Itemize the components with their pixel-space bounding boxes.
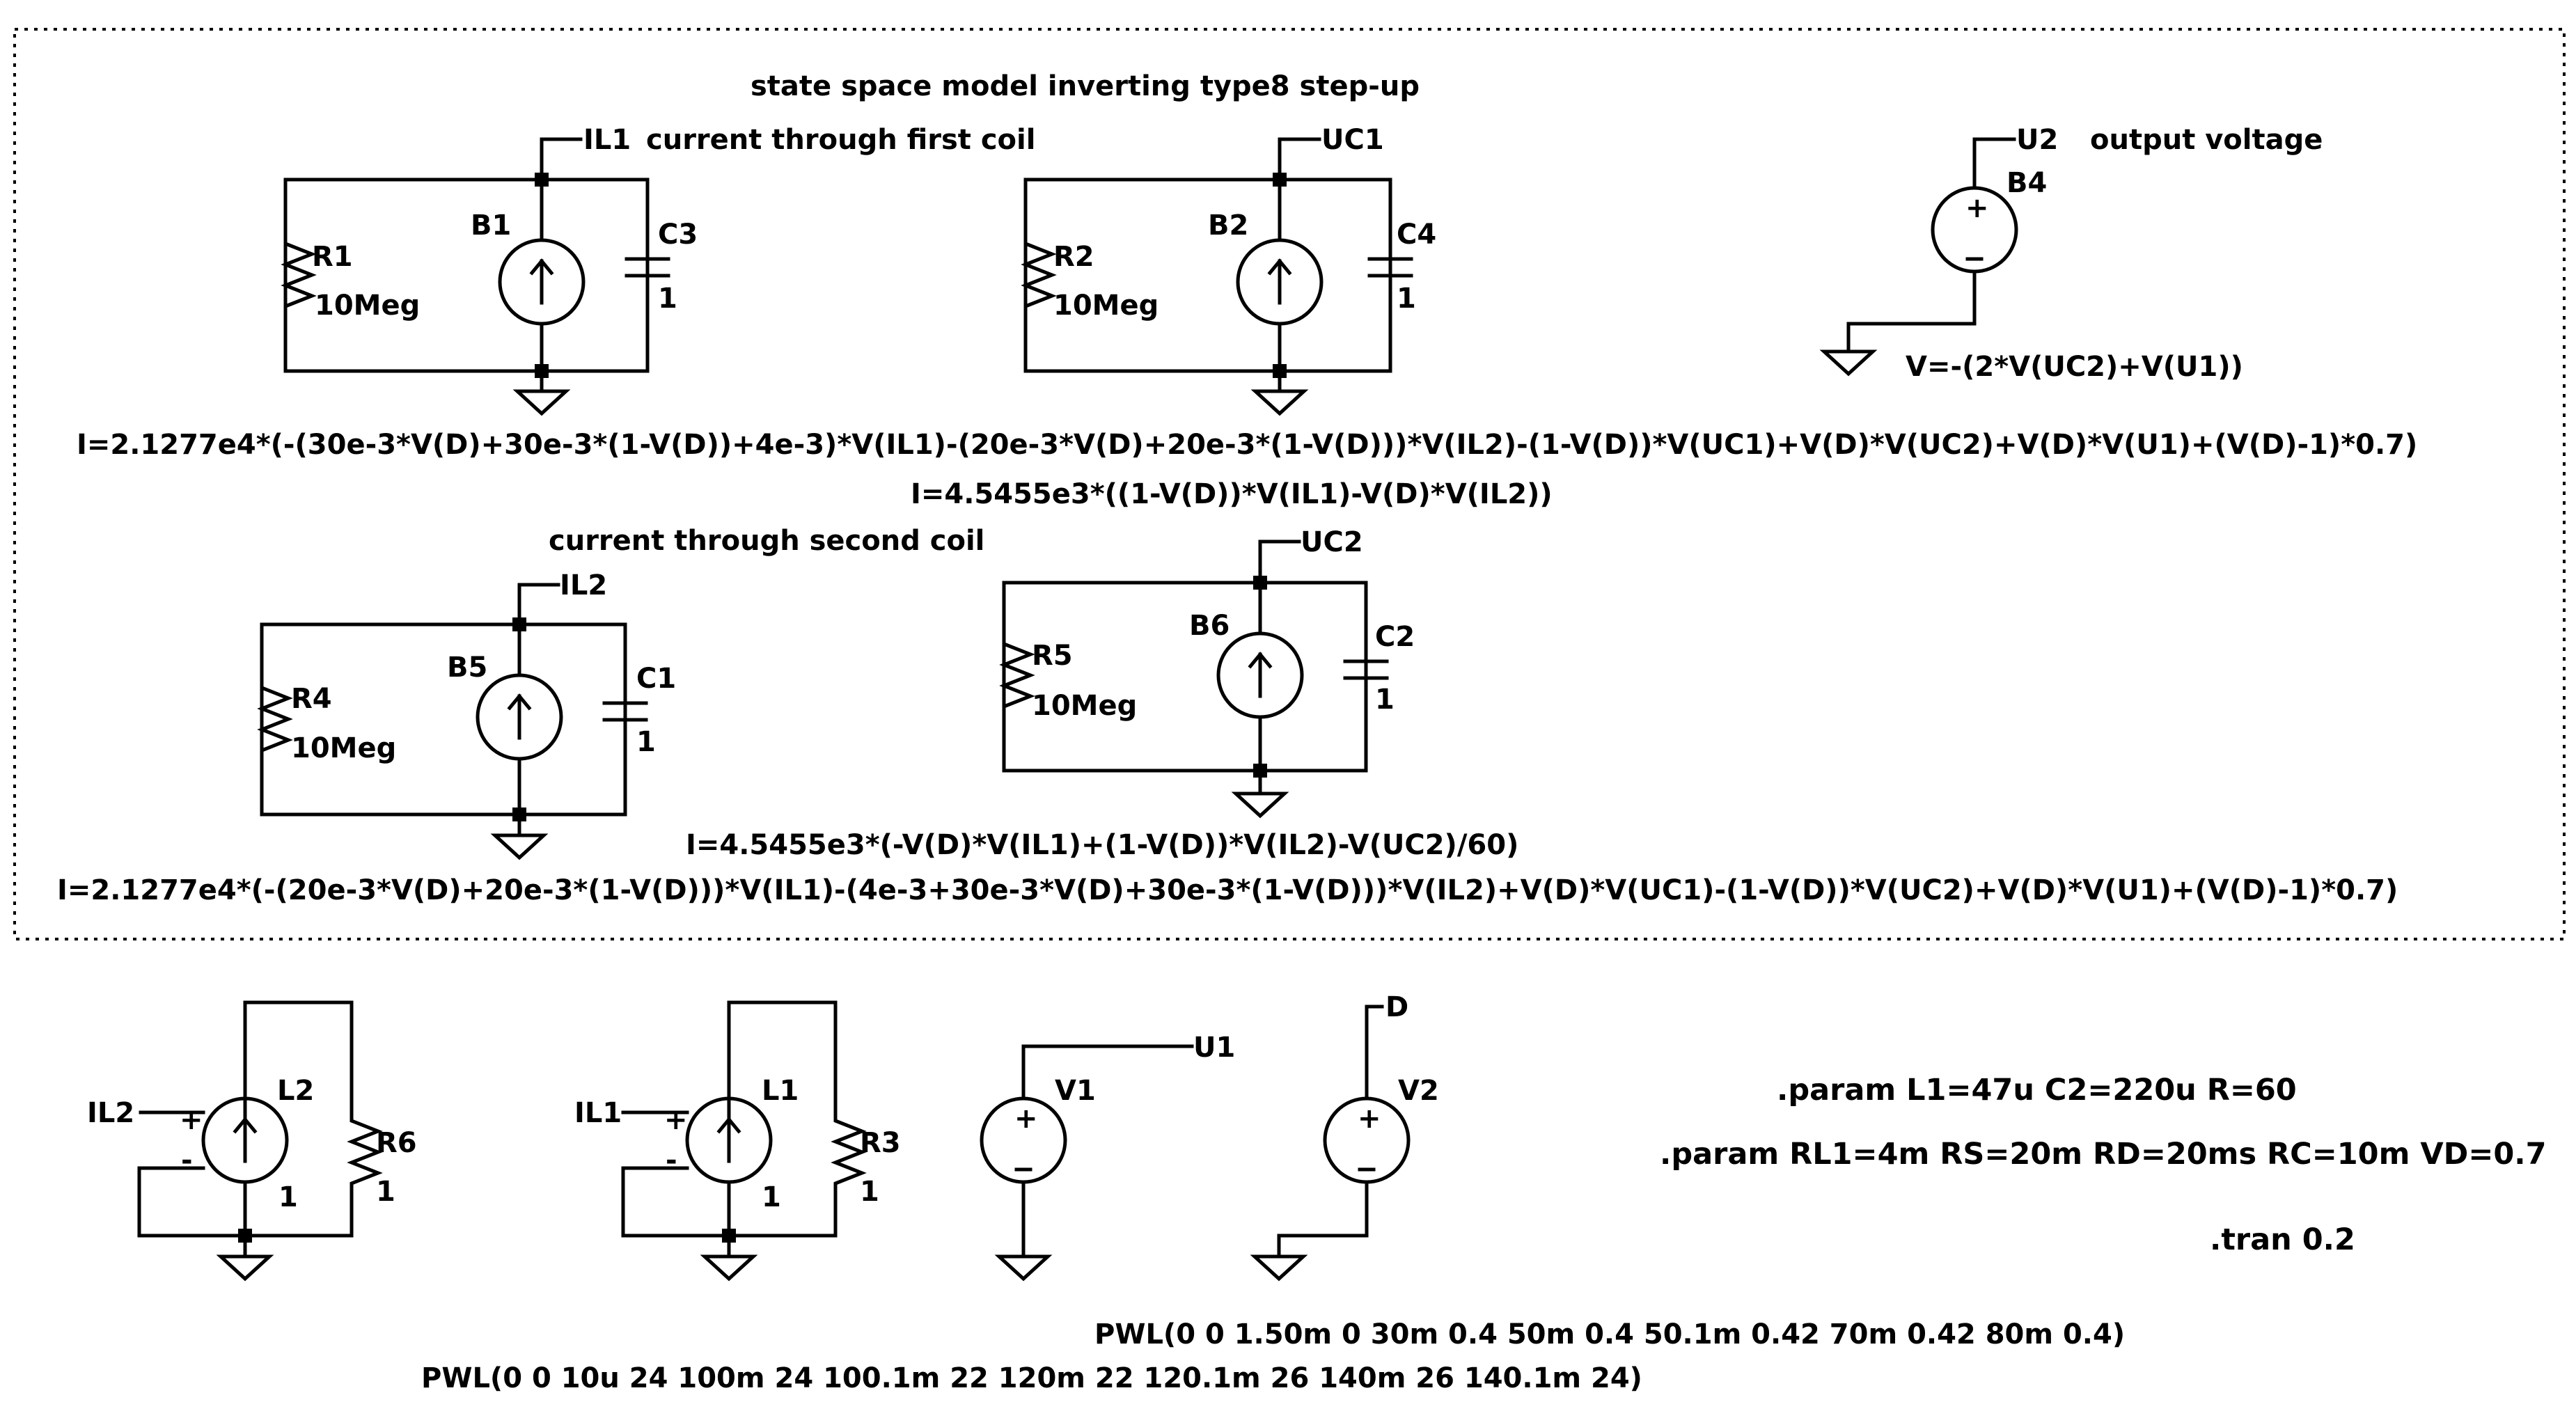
subcircuit-u2: U2 output voltage + B4 V=-(2*V(UC2)+V(U1… xyxy=(1819,124,2323,383)
b2-name: B2 xyxy=(1208,210,1248,242)
net-label-il1-input[interactable]: IL1 xyxy=(574,1097,622,1129)
arrow-head-icon xyxy=(1248,652,1273,669)
resistor-r1-symbol[interactable] xyxy=(281,228,317,322)
coil-l1-block: IL1 + - L1 1 R3 1 xyxy=(574,1000,901,1282)
subcircuit-group-frame xyxy=(13,28,2566,940)
b5-name: B5 xyxy=(447,652,487,684)
arrow-head-icon xyxy=(529,258,554,276)
b2-expression: I=4.5455e3*((1-V(D))*V(IL1)-V(D)*V(IL2)) xyxy=(911,478,1553,510)
b4-expression: V=-(2*V(UC2)+V(U1)) xyxy=(1906,351,2243,383)
directive-tran[interactable]: .tran 0.2 xyxy=(2210,1222,2355,1257)
r3-value: 1 xyxy=(860,1176,879,1208)
current-source-b2-symbol[interactable] xyxy=(1236,238,1324,326)
ground-icon xyxy=(1231,791,1289,819)
arrow-head-icon xyxy=(716,1117,741,1134)
il2-comment: current through second coil xyxy=(549,525,984,557)
current-source-b6-symbol[interactable] xyxy=(1216,631,1304,719)
b1-name: B1 xyxy=(471,210,511,242)
l2-value: 1 xyxy=(278,1181,298,1213)
arrow-head-icon xyxy=(507,693,532,711)
resistor-r4-symbol[interactable] xyxy=(257,672,293,766)
net-label-d[interactable]: D xyxy=(1385,991,1408,1023)
ground-icon xyxy=(1250,1254,1308,1282)
resistor-r2-symbol[interactable] xyxy=(1021,228,1057,322)
plus-sign: + xyxy=(180,1104,203,1136)
net-label-u1[interactable]: U1 xyxy=(1193,1032,1235,1064)
minus-sign: - xyxy=(181,1144,193,1176)
ground-icon xyxy=(700,1254,758,1282)
subcircuit-uc2: UC2 R5 10Meg B6 C2 1 xyxy=(999,526,1415,819)
current-source-b5-symbol[interactable] xyxy=(476,673,563,761)
subcircuit-uc1: UC1 R2 10Meg B2 C4 1 xyxy=(1021,124,1436,416)
il1-comment: current through first coil xyxy=(646,124,1035,156)
c3-name: C3 xyxy=(658,219,698,251)
v2-name: V2 xyxy=(1398,1075,1439,1107)
current-source-b1-symbol[interactable] xyxy=(498,238,586,326)
net-label-u2[interactable]: U2 xyxy=(2016,124,2058,156)
b6-expression: I=4.5455e3*(-V(D)*V(IL1)+(1-V(D))*V(IL2)… xyxy=(686,829,1518,861)
plus-sign: + xyxy=(1014,1103,1038,1135)
r6-value: 1 xyxy=(376,1176,395,1208)
minus-sign: - xyxy=(666,1144,677,1176)
c4-name: C4 xyxy=(1397,219,1436,251)
l1-value: 1 xyxy=(762,1181,781,1213)
b5-expression: I=2.1277e4*(-(20e-3*V(D)+20e-3*(1-V(D)))… xyxy=(57,874,2398,906)
plus-sign: + xyxy=(664,1104,688,1136)
subcircuit-il1: IL1 current through first coil R1 10Meg … xyxy=(281,124,1035,416)
coil-l2-block: IL2 + - L2 1 R6 1 xyxy=(87,1000,417,1282)
ground-icon xyxy=(994,1254,1053,1282)
resistor-r5-symbol[interactable] xyxy=(999,628,1035,723)
arrow-head-icon xyxy=(233,1117,258,1134)
r6-name: R6 xyxy=(376,1127,417,1159)
c1-name: C1 xyxy=(636,663,676,695)
net-label-il2[interactable]: IL2 xyxy=(560,569,607,601)
plus-sign: + xyxy=(1965,192,1989,224)
plus-sign: + xyxy=(1358,1103,1381,1135)
r5-name: R5 xyxy=(1032,640,1073,672)
r1-value: 10Meg xyxy=(315,290,420,322)
r2-value: 10Meg xyxy=(1053,290,1159,322)
r3-name: R3 xyxy=(860,1127,901,1159)
arrow-head-icon xyxy=(1267,258,1292,276)
ground-icon xyxy=(512,389,571,416)
v2-pwl-value: PWL(0 0 1.50m 0 30m 0.4 50m 0.4 50.1m 0.… xyxy=(1094,1318,2125,1350)
duty-source-v2: D + V2 xyxy=(1250,991,1439,1282)
b4-name: B4 xyxy=(2006,167,2047,199)
c2-value: 1 xyxy=(1375,684,1395,716)
b6-name: B6 xyxy=(1189,610,1230,642)
r2-name: R2 xyxy=(1053,241,1094,273)
c3-value: 1 xyxy=(658,283,677,315)
schematic-title: state space model inverting type8 step-u… xyxy=(751,70,1420,102)
input-source-v1: U1 + V1 xyxy=(980,1032,1235,1282)
l1-name: L1 xyxy=(762,1075,799,1107)
ground-icon xyxy=(1250,389,1309,416)
r4-value: 10Meg xyxy=(291,732,396,764)
net-label-uc1[interactable]: UC1 xyxy=(1321,124,1384,156)
directive-param-2[interactable]: .param RL1=4m RS=20m RD=20ms RC=10m VD=0… xyxy=(1660,1137,2547,1172)
r5-value: 10Meg xyxy=(1032,690,1137,722)
resistor-r6-symbol[interactable] xyxy=(347,1105,383,1213)
v1-name: V1 xyxy=(1055,1075,1096,1107)
r1-name: R1 xyxy=(312,241,353,273)
c1-value: 1 xyxy=(636,726,656,758)
ground-icon xyxy=(216,1254,274,1282)
ground-icon xyxy=(490,833,549,860)
c2-name: C2 xyxy=(1375,621,1415,653)
u2-comment: output voltage xyxy=(2090,124,2323,156)
resistor-r3-symbol[interactable] xyxy=(831,1105,867,1213)
c4-value: 1 xyxy=(1397,283,1416,315)
r4-name: R4 xyxy=(291,683,332,715)
b1-expression: I=2.1277e4*(-(30e-3*V(D)+30e-3*(1-V(D))+… xyxy=(77,429,2417,461)
l2-name: L2 xyxy=(277,1075,314,1107)
v1-pwl-value: PWL(0 0 10u 24 100m 24 100.1m 22 120m 22… xyxy=(421,1362,1642,1394)
net-label-il2-input[interactable]: IL2 xyxy=(87,1097,134,1129)
directive-param-1[interactable]: .param L1=47u C2=220u R=60 xyxy=(1777,1073,2297,1108)
net-label-uc2[interactable]: UC2 xyxy=(1301,526,1363,558)
ground-icon xyxy=(1819,349,1878,377)
net-label-il1[interactable]: IL1 xyxy=(583,124,631,156)
subcircuit-il2: IL2 R4 10Meg B5 C1 1 xyxy=(257,569,676,860)
